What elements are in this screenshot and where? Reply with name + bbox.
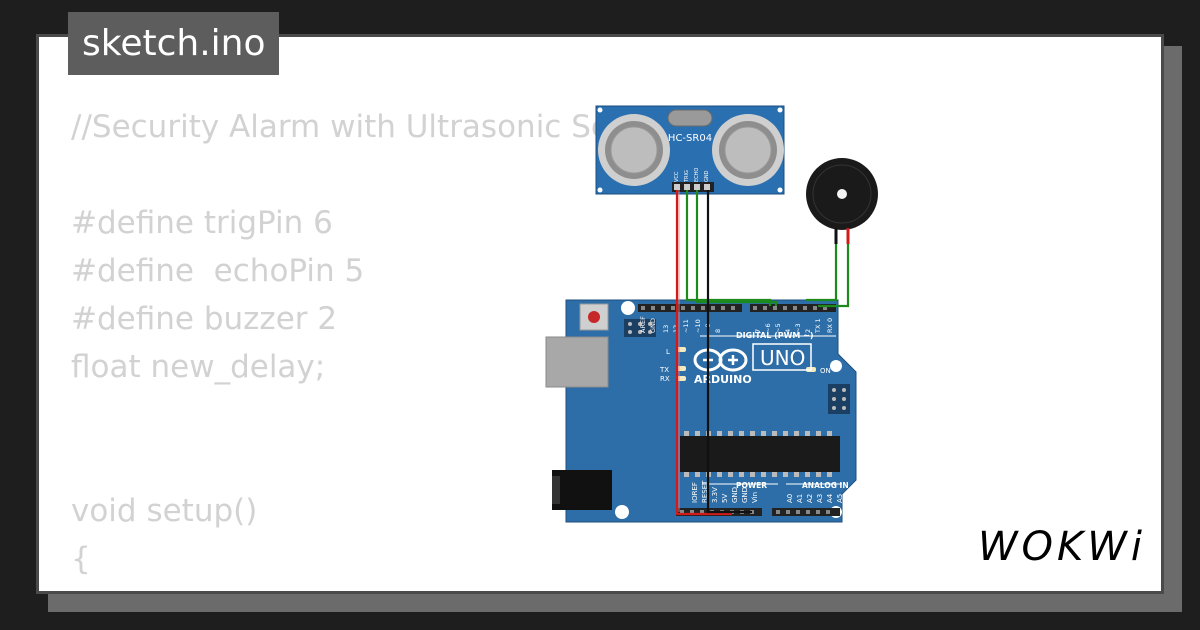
piezo-buzzer[interactable] (806, 158, 878, 244)
power-pin-label: GND (741, 487, 749, 503)
analog-pin-label: A4 (826, 493, 834, 503)
top-pin-label: AREF (639, 316, 647, 333)
power-label: POWER (736, 481, 767, 490)
sensor-label: HC-SR04 (668, 133, 712, 144)
led-indicators: L TX RX ON (659, 347, 831, 383)
analog-pin-label: A2 (806, 494, 814, 503)
svg-text:RX: RX (660, 375, 670, 383)
top-pin-label: 13 (662, 325, 670, 333)
top-pin-label: 4 (784, 329, 792, 333)
svg-text:ARDUINO: ARDUINO (694, 373, 752, 386)
svg-text:TX: TX (659, 366, 669, 374)
power-pin-label: GND (731, 487, 739, 503)
wire-gnd (706, 190, 752, 514)
top-pin-label: ~10 (694, 319, 702, 333)
sensor-pin-gnd: GND (704, 170, 710, 182)
wires (675, 190, 850, 516)
power-pin-label: 3.3V (711, 487, 719, 503)
power-pin-label: IOREF (691, 482, 699, 503)
top-pin-label: 8 (714, 329, 722, 333)
sensor-pin-vcc: VCC (674, 171, 680, 182)
top-pin-label: ~11 (682, 319, 690, 333)
sensor-pin-trig: TRIG (684, 170, 690, 183)
wire-buzzer-pin2 (818, 244, 850, 308)
top-pin-label: GND (649, 318, 657, 333)
power-pin-label: Vin (751, 492, 759, 503)
power-pin-label: 5V (721, 494, 729, 503)
top-pin-label: 2 (804, 329, 812, 333)
power-pin-label: RESET (701, 480, 709, 503)
code-line: #define buzzer 2 (71, 301, 338, 337)
code-preview: //Security Alarm with Ultrasonic Sensor#… (71, 103, 677, 591)
sensor-pin-echo: ECHO (694, 168, 700, 182)
code-line: void setup() (71, 493, 258, 529)
reset-button[interactable] (579, 303, 609, 331)
top-pin-label: ~6 (764, 323, 772, 333)
code-line: { (71, 541, 91, 577)
analog-pin-label: A1 (796, 494, 804, 503)
wire-vcc-5v (675, 190, 732, 516)
wokwi-logo: WOKWi (978, 524, 1146, 570)
analog-pin-label: A3 (816, 494, 824, 503)
digital-label: DIGITAL (PWM ~) (736, 331, 814, 340)
code-line: float new_delay; (71, 349, 326, 385)
file-tab[interactable]: sketch.ino (68, 12, 280, 75)
top-pin-label: TX 1 (814, 318, 822, 334)
svg-text:ON: ON (820, 367, 831, 375)
analog-pin-label: A0 (786, 494, 794, 503)
wire-echo-pin5 (695, 190, 778, 306)
svg-text:UNO: UNO (760, 346, 805, 370)
analog-label: ANALOG IN (802, 481, 849, 490)
usb-port (545, 336, 609, 388)
code-line: Serial.begin(9600); (71, 583, 677, 591)
power-jack (552, 470, 612, 510)
top-pin-label: 7 (754, 329, 762, 333)
analog-pin-label: A5 (836, 494, 844, 503)
top-pin-label: RX 0 (826, 318, 834, 333)
transducer-left (598, 114, 670, 186)
top-pin-label: ~5 (774, 323, 782, 333)
transducer-right (712, 114, 784, 186)
top-pin-label: ~3 (794, 323, 802, 333)
hc-sr04-sensor[interactable]: HC-SR04 VCC TRIG ECHO GND (595, 105, 785, 195)
code-line: #define trigPin 6 (71, 205, 333, 241)
wire-trig-pin6 (685, 190, 772, 306)
svg-text:L: L (666, 348, 670, 356)
code-line: #define echoPin 5 (71, 253, 365, 289)
atmega-chip (680, 431, 840, 477)
